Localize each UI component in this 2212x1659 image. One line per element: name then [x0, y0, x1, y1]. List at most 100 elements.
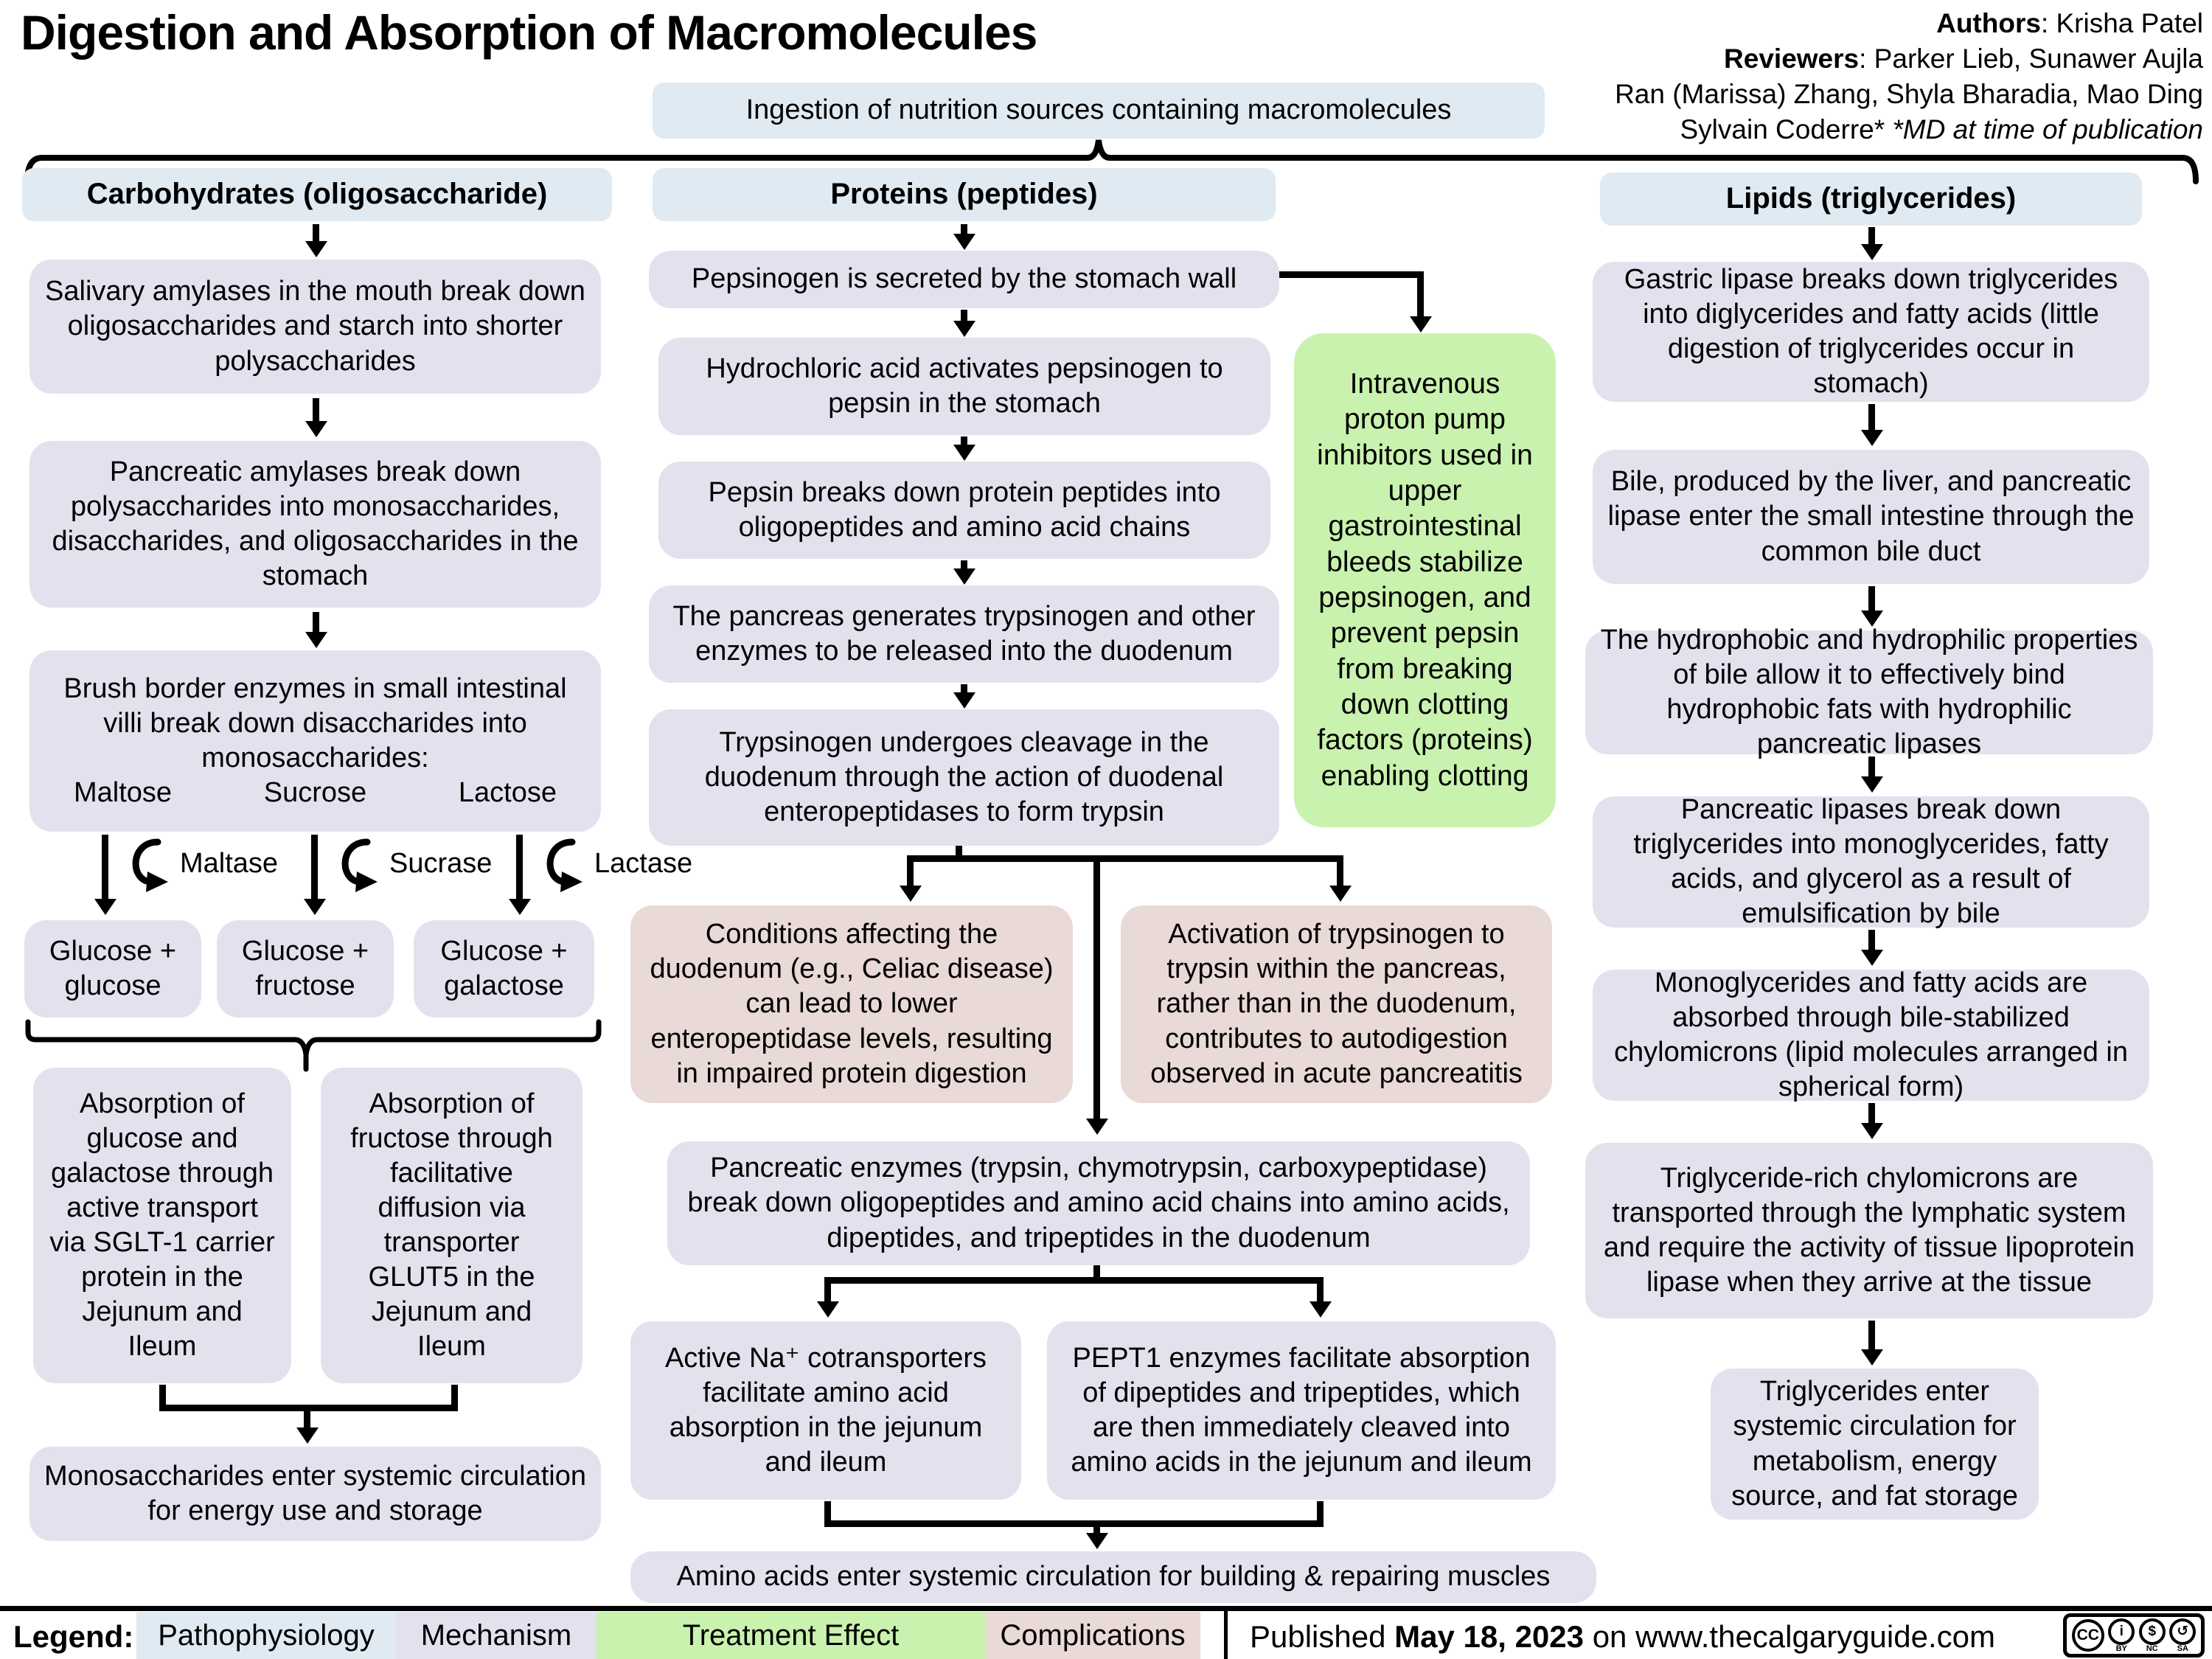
published-mid: on [1592, 1619, 1627, 1654]
treatment-ppi-box: Intravenous proton pump inhibitors used … [1294, 333, 1556, 827]
cc-by-label: BY [2115, 1644, 2127, 1653]
carbs-step-brush-border: Brush border enzymes in small intestinal… [29, 650, 601, 832]
disaccharide-row: Maltose Sucrose Lactose [44, 776, 586, 810]
product-glucose-fructose: Glucose + fructose [217, 920, 394, 1018]
arrow-down-icon [508, 835, 531, 915]
arrow-down-icon [953, 437, 975, 461]
arrow-down-icon [303, 835, 326, 915]
reviewers-names-2: Ran (Marissa) Zhang, Shyla Bharadia, Mao… [1615, 79, 2203, 110]
product-glucose-galactose: Glucose + galactose [414, 920, 594, 1018]
connector-line [956, 846, 962, 862]
lipids-header: Lipids (triglycerides) [1600, 173, 2142, 226]
connector-line [824, 1520, 1324, 1527]
carbs-header: Carbohydrates (oligosaccharide) [22, 168, 612, 221]
arrow-down-icon [816, 1277, 839, 1318]
connector-line [824, 1501, 831, 1526]
published-date: May 18, 2023 [1394, 1619, 1585, 1654]
arrow-down-icon [305, 398, 327, 437]
legend-mechanism: Mechanism [396, 1612, 597, 1659]
connector-line [1317, 1501, 1324, 1526]
proteins-step-pepsinogen: Pepsinogen is secreted by the stomach wa… [649, 251, 1279, 308]
divider [0, 1606, 2212, 1611]
credits-line: Ran (Marissa) Zhang, Shyla Bharadia, Mao… [1599, 77, 2203, 112]
lipids-step-hydrophobic: The hydrophobic and hydrophilic properti… [1585, 625, 2153, 759]
credits-line: Sylvain Coderre* *MD at time of publicat… [1599, 112, 2204, 147]
reviewers-label: Reviewers [1724, 44, 1860, 74]
legend-pathophysiology: Pathophysiology [136, 1612, 396, 1659]
enzyme-curved-arrow-icon [341, 838, 378, 892]
credits-line: Authors: Krisha Patel [1599, 6, 2203, 41]
cc-sa-icon: ↺ SA [2169, 1618, 2197, 1653]
lipids-final: Triglycerides enter systemic circulation… [1711, 1368, 2039, 1520]
arrow-down-icon [1860, 1103, 1883, 1139]
proteins-step-trypsinogen-release: The pancreas generates trypsinogen and o… [649, 585, 1279, 683]
product-glucose-glucose: Glucose + glucose [24, 920, 201, 1018]
complication-pancreatitis-box: Activation of trypsinogen to trypsin wit… [1121, 905, 1552, 1103]
credits-line: Reviewers: Parker Lieb, Sunawer Aujla [1599, 41, 2203, 77]
carbs-absorption-sglt1: Absorption of glucose and galactose thro… [33, 1068, 291, 1383]
arrow-down-icon [1329, 855, 1352, 902]
enzyme-curved-arrow-icon [546, 838, 582, 892]
published-site: www.thecalgaryguide.com [1635, 1619, 1995, 1654]
arrow-down-icon [953, 560, 975, 585]
arrow-down-icon [1860, 930, 1883, 966]
ingestion-box: Ingestion of nutrition sources containin… [653, 83, 1545, 139]
lipids-step-lymphatic: Triglyceride-rich chylomicrons are trans… [1585, 1143, 2153, 1318]
arrow-down-icon [1085, 855, 1108, 1135]
top-bracket-connector [24, 139, 2199, 184]
cc-icon: CC [2071, 1619, 2104, 1652]
enzyme-maltase: Maltase [180, 848, 279, 879]
cc-sa-label: SA [2177, 1644, 2188, 1653]
connector-line [1279, 271, 1424, 278]
proteins-step-trypsinogen-cleavage: Trypsinogen undergoes cleavage in the du… [649, 709, 1279, 846]
proteins-header: Proteins (peptides) [653, 168, 1276, 221]
arrow-down-icon [1860, 586, 1883, 627]
sugar-maltose: Maltose [74, 777, 173, 809]
complication-celiac-box: Conditions affecting the duodenum (e.g.,… [630, 905, 1073, 1103]
lipids-step-chylomicrons: Monoglycerides and fatty acids are absor… [1593, 967, 2149, 1102]
arrow-down-icon [1860, 404, 1883, 446]
page-title: Digestion and Absorption of Macromolecul… [21, 5, 1037, 60]
lipids-step-bile: Bile, produced by the liver, and pancrea… [1593, 450, 2149, 584]
arrow-down-icon [1860, 1321, 1883, 1366]
brush-border-text: Brush border enzymes in small intestinal… [63, 672, 567, 773]
connector-line [1093, 1265, 1100, 1283]
legend-treatment-effect: Treatment Effect [597, 1612, 985, 1659]
connector-line [451, 1385, 458, 1411]
enzyme-lactase: Lactase [594, 848, 693, 879]
proteins-absorption-na: Active Na⁺ cotransporters facilitate ami… [630, 1321, 1021, 1500]
enzyme-curved-arrow-icon [132, 838, 168, 892]
arrow-down-icon [94, 835, 116, 915]
lipids-step-gastric-lipase: Gastric lipase breaks down triglycerides… [1593, 262, 2149, 402]
cc-nc-label: NC [2146, 1644, 2158, 1653]
reviewers-names: : Parker Lieb, Sunawer Aujla [1859, 44, 2203, 74]
arrow-down-icon [953, 224, 975, 250]
arrow-down-icon [1409, 271, 1432, 333]
cc-nc-circle: $ [2138, 1618, 2166, 1645]
legend-label: Legend: [13, 1619, 134, 1654]
cc-nc-icon: $ NC [2138, 1618, 2166, 1653]
arrow-down-icon [953, 310, 975, 337]
sugar-lactose: Lactose [458, 777, 557, 809]
lipids-step-pancreatic-lipases: Pancreatic lipases break down triglyceri… [1593, 794, 2149, 929]
merge-bracket-connector [25, 1019, 602, 1072]
carbs-final: Monosaccharides enter systemic circulati… [29, 1447, 601, 1541]
arrow-down-icon [1860, 757, 1883, 793]
carbs-step-salivary: Salivary amylases in the mouth break dow… [29, 260, 601, 394]
published-prefix: Published [1250, 1619, 1386, 1654]
cc-license-badge: CC i BY $ NC ↺ SA [2063, 1613, 2205, 1658]
legend-bar: Legend: Pathophysiology Mechanism Treatm… [0, 1606, 2212, 1659]
credits-block: Authors: Krisha Patel Reviewers: Parker … [1599, 6, 2203, 147]
arrow-down-icon [899, 855, 922, 902]
proteins-final: Amino acids enter systemic circulation f… [630, 1551, 1596, 1603]
published-line: Published May 18, 2023 on www.thecalgary… [1250, 1619, 1995, 1655]
arrow-down-icon [296, 1405, 319, 1444]
cc-by-circle: i [2108, 1618, 2135, 1645]
cc-by-icon: i BY [2108, 1618, 2135, 1653]
arrow-down-icon [305, 612, 327, 648]
proteins-step-pepsin: Pepsin breaks down protein peptides into… [658, 462, 1270, 559]
reviewer-md: Sylvain Coderre* [1680, 114, 1893, 145]
arrow-down-icon [1860, 227, 1883, 260]
arrow-down-icon [1085, 1520, 1108, 1549]
proteins-step-hcl: Hydrochloric acid activates pepsinogen t… [658, 338, 1270, 435]
